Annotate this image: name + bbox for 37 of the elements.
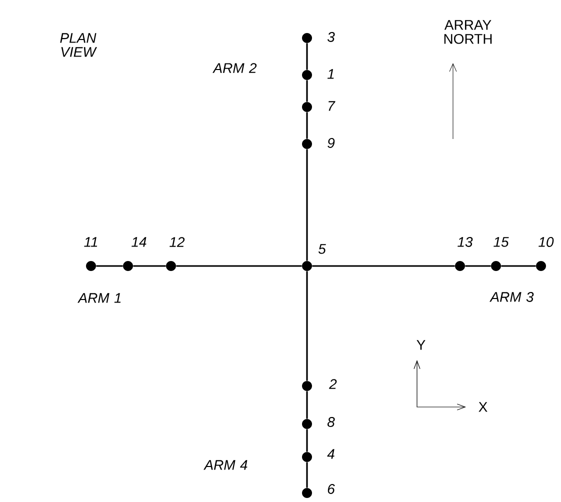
station-number: 2 — [329, 379, 337, 389]
arm-line — [306, 429, 308, 452]
arm-line — [312, 265, 455, 267]
label-text: ARM 4 — [204, 460, 248, 470]
label-text: ARRAY NORTH — [444, 20, 492, 44]
arm-line — [306, 462, 308, 488]
station-number: 1 — [327, 69, 334, 79]
arm-line — [306, 80, 308, 102]
arm-line — [133, 265, 166, 267]
station-number: 7 — [328, 101, 336, 111]
arm-line — [306, 43, 308, 70]
station-number: 14 — [132, 237, 146, 247]
label-text: ARM 3 — [490, 292, 534, 302]
arm-line — [176, 265, 302, 267]
station-number: 13 — [458, 237, 473, 247]
station-number: 15 — [494, 237, 509, 247]
station-number: 9 — [328, 138, 335, 148]
label-text: Y — [416, 340, 426, 350]
station-number: 4 — [327, 449, 334, 459]
station-number: 6 — [328, 484, 335, 494]
arm-line — [306, 271, 308, 381]
station-number: 12 — [170, 237, 185, 247]
station-number: 11 — [84, 237, 98, 247]
arm-line — [501, 265, 536, 267]
station-number: 8 — [328, 417, 335, 427]
label-text: PLAN VIEW — [60, 33, 97, 57]
station-number: 5 — [318, 244, 326, 254]
arm-line — [96, 265, 123, 267]
arm-line — [306, 112, 308, 139]
label-text: ARM 1 — [78, 293, 121, 303]
station-number: 3 — [327, 32, 335, 42]
label-text: ARM 2 — [212, 63, 257, 73]
arm-line — [306, 149, 308, 261]
station-number: 10 — [538, 237, 554, 247]
arm-line — [306, 391, 308, 419]
label-text: X — [478, 402, 488, 412]
arm-line — [465, 265, 491, 267]
